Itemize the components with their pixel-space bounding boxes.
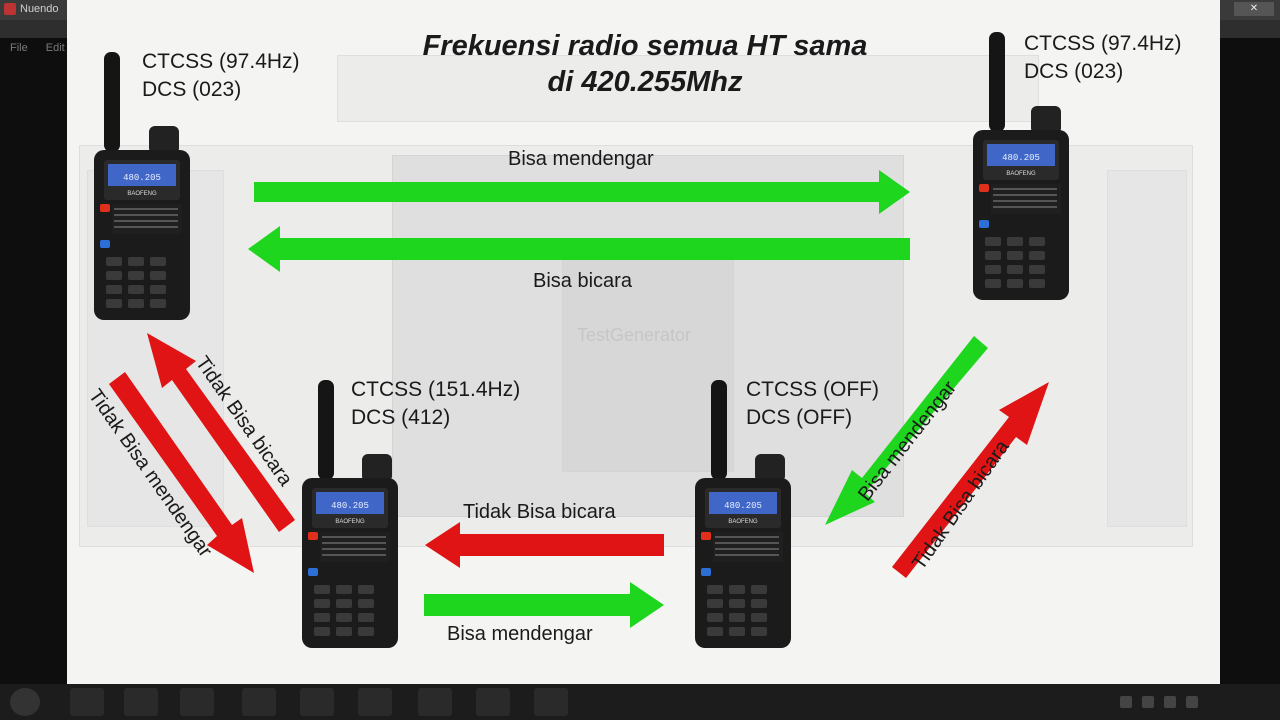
- arrow-right-green: [825, 336, 988, 525]
- arrow-right-red: [892, 382, 1049, 578]
- taskbar-app-8[interactable]: [476, 688, 510, 716]
- tray-icon[interactable]: [1164, 696, 1176, 708]
- text-bottom-right: Bisa mendengar: [447, 623, 593, 645]
- svg-text:BAOFENG: BAOFENG: [728, 519, 758, 525]
- arrow-top-right: [254, 170, 910, 214]
- close-icon[interactable]: ✕: [1234, 2, 1274, 16]
- svg-text:BAOFENG: BAOFENG: [335, 519, 365, 525]
- bg-right-channel: [1107, 170, 1187, 527]
- tray-icon[interactable]: [1186, 696, 1198, 708]
- dcs-top-right: DCS (023): [1024, 60, 1124, 83]
- app-icon: [4, 3, 16, 15]
- label-top-right: CTCSS (97.4Hz) DCS (023): [1024, 30, 1182, 86]
- title-line-1: Frekuensi radio semua HT sama: [422, 30, 868, 62]
- diagram-title: Frekuensi radio semua HT sama di 420.255…: [385, 28, 905, 100]
- taskbar-app-3[interactable]: [180, 688, 214, 716]
- walkie-talkie-icon: 480.205 BAOFENG: [695, 380, 791, 648]
- title-line-2: di 420.255Mhz: [547, 66, 743, 98]
- radio-top-left: 480.205 BAOFENG: [92, 52, 192, 325]
- bg-transport-panel: [337, 55, 1039, 122]
- tray-icon[interactable]: [1120, 696, 1132, 708]
- walkie-talkie-icon: 480.205 BAOFENG: [94, 52, 190, 320]
- label-bottom-left: CTCSS (151.4Hz) DCS (412): [351, 376, 520, 432]
- svg-text:480.205: 480.205: [123, 173, 161, 183]
- taskbar: [0, 684, 1280, 720]
- arrow-top-left: [248, 226, 910, 272]
- walkie-talkie-icon: 480.205 BAOFENG: [973, 32, 1069, 300]
- arrows-layer: [109, 170, 1049, 628]
- dcs-bottom-left: DCS (412): [351, 406, 451, 429]
- menu-item-edit[interactable]: Edit: [45, 42, 65, 54]
- arrow-left-outer: [109, 372, 254, 573]
- ctcss-bottom-left: CTCSS (151.4Hz): [351, 378, 521, 401]
- text-bottom-left: Tidak Bisa bicara: [463, 501, 616, 523]
- arrow-bottom-right: [424, 582, 664, 628]
- taskbar-app-4[interactable]: [242, 688, 276, 716]
- walkie-talkie-icon: 480.205 BAOFENG: [302, 380, 398, 648]
- taskbar-app-1[interactable]: [70, 688, 104, 716]
- text-top-left: Bisa bicara: [533, 270, 632, 292]
- dcs-top-left: DCS (023): [142, 78, 242, 101]
- svg-text:480.205: 480.205: [331, 501, 369, 511]
- bg-testgenerator-panel: [562, 255, 734, 472]
- svg-text:BAOFENG: BAOFENG: [127, 191, 157, 197]
- taskbar-app-6[interactable]: [358, 688, 392, 716]
- radio-bottom-right: 480.205 BAOFENG: [693, 380, 793, 653]
- text-top-right: Bisa mendengar: [508, 148, 654, 170]
- taskbar-app-9[interactable]: [534, 688, 568, 716]
- dcs-bottom-right: DCS (OFF): [746, 406, 853, 429]
- svg-text:BAOFENG: BAOFENG: [1006, 171, 1036, 177]
- taskbar-app-5[interactable]: [300, 688, 334, 716]
- app-title: Nuendo: [20, 3, 59, 15]
- label-top-left: CTCSS (97.4Hz) DCS (023): [142, 48, 300, 104]
- ctcss-top-left: CTCSS (97.4Hz): [142, 50, 300, 73]
- bg-plugin-window: [392, 155, 904, 517]
- bg-watermark-text: TestGenerator: [577, 325, 692, 345]
- taskbar-app-2[interactable]: [124, 688, 158, 716]
- arrow-bottom-left: [425, 522, 664, 568]
- label-bottom-right: CTCSS (OFF) DCS (OFF): [746, 376, 879, 432]
- ctcss-top-right: CTCSS (97.4Hz): [1024, 32, 1182, 55]
- tray-icon[interactable]: [1142, 696, 1154, 708]
- svg-text:480.205: 480.205: [724, 501, 762, 511]
- menu-item-file[interactable]: File: [10, 42, 28, 54]
- start-button[interactable]: [10, 688, 40, 716]
- ctcss-bottom-right: CTCSS (OFF): [746, 378, 879, 401]
- svg-text:480.205: 480.205: [1002, 153, 1040, 163]
- radio-bottom-left: 480.205 BAOFENG: [300, 380, 400, 653]
- diagram-slide: TestGenerator Frekuensi radio semua HT s…: [67, 0, 1220, 720]
- arrow-left-inner: [147, 333, 295, 532]
- taskbar-app-7[interactable]: [418, 688, 452, 716]
- radio-top-right: 480.205 BAOFENG: [971, 32, 1071, 305]
